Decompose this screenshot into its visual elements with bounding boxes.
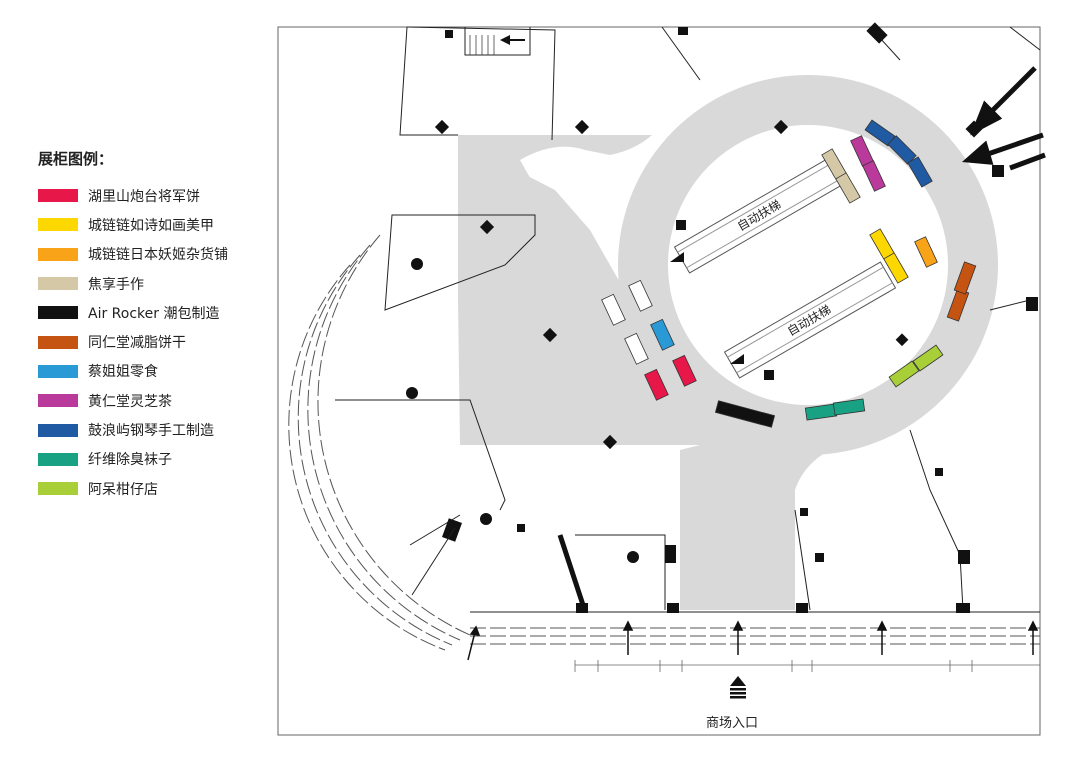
- legend-swatch: [38, 452, 78, 466]
- booth-empty-1: [601, 293, 626, 326]
- booth-caijiejie: [650, 318, 675, 351]
- booth-yaoji: [914, 236, 938, 268]
- legend-item: 黄仁堂灵芝茶: [38, 386, 228, 415]
- legend-item: 同仁堂减脂饼干: [38, 327, 228, 356]
- booth-tongrentang-2: [953, 261, 977, 295]
- legend-item: 城链链日本妖姬杂货铺: [38, 240, 228, 269]
- legend-swatch: [38, 335, 78, 349]
- legend-label: 黄仁堂灵芝茶: [88, 393, 172, 410]
- booth-meijia-2: [883, 252, 909, 284]
- booth-jiaoxiang-2: [835, 172, 861, 204]
- legend-swatch: [38, 247, 78, 261]
- legend-item: 鼓浪屿钢琴手工制造: [38, 415, 228, 444]
- ring-hole: [668, 125, 948, 405]
- booth-hulishan-1: [644, 368, 669, 401]
- escalator-arrow-upper: [670, 252, 684, 262]
- legend: 展柜图例： 湖里山炮台将军饼城链链如诗如画美甲城链链日本妖姬杂货铺焦享手作 Air…: [38, 148, 228, 503]
- legend-swatch: [38, 394, 78, 408]
- legend-label: 同仁堂减脂饼干: [88, 335, 186, 352]
- legend-swatch: [38, 423, 78, 437]
- side-entrance-arrows: [961, 66, 1046, 171]
- legend-label: Air Rocker 潮包制造: [88, 305, 220, 322]
- legend-label: 城链链如诗如画美甲: [88, 217, 214, 234]
- booth-airrocker: [714, 400, 776, 428]
- booth-empty-3: [624, 332, 649, 365]
- legend-swatch: [38, 364, 78, 378]
- legend-swatch: [38, 218, 78, 232]
- booth-socks-2: [832, 398, 866, 416]
- legend-label: 城链链日本妖姬杂货铺: [88, 247, 228, 264]
- legend-label: 湖里山炮台将军饼: [88, 188, 200, 205]
- legend-item: 纤维除臭袜子: [38, 445, 228, 474]
- dimension-line: [574, 660, 1040, 672]
- legend-swatch: [38, 482, 78, 496]
- legend-label: 阿呆柑仔店: [88, 481, 158, 498]
- legend-item: 阿呆柑仔店: [38, 474, 228, 503]
- legend-items: 湖里山炮台将军饼城链链如诗如画美甲城链链日本妖姬杂货铺焦享手作 Air Rocke…: [38, 181, 228, 503]
- legend-swatch: [38, 277, 78, 291]
- structural-columns: [406, 22, 1038, 613]
- legend-title: 展柜图例：: [38, 150, 114, 168]
- legend-item: 蔡姐姐零食: [38, 357, 228, 386]
- legend-label: 蔡姐姐零食: [88, 364, 158, 381]
- escalator-arrow-lower: [730, 354, 744, 364]
- booth-adai-2: [912, 344, 944, 372]
- booth-gulangyu-3: [907, 156, 933, 188]
- walkway-arrows: [467, 620, 1039, 661]
- booth-adai-1: [888, 360, 920, 388]
- stair-arrow: [500, 35, 510, 45]
- legend-item: 湖里山炮台将军饼: [38, 181, 228, 210]
- stairs: [469, 35, 495, 55]
- booth-gulangyu-2: [887, 135, 917, 165]
- legend-label: 纤维除臭袜子: [88, 452, 172, 469]
- legend-item: Air Rocker 潮包制造: [38, 298, 228, 327]
- legend-item: 城链链如诗如画美甲: [38, 210, 228, 239]
- booths: [601, 119, 977, 428]
- booth-lingzhi-2: [862, 160, 886, 192]
- legend-swatch: [38, 189, 78, 203]
- main-entrance-icon: [730, 676, 746, 699]
- corridor-left-area: [458, 135, 880, 610]
- legend-item: 焦享手作: [38, 269, 228, 298]
- booth-hulishan-2: [672, 354, 697, 387]
- legend-label: 鼓浪屿钢琴手工制造: [88, 423, 214, 440]
- outer-dashed-walls: [288, 234, 1040, 651]
- legend-swatch: [38, 306, 78, 320]
- booth-empty-2: [628, 279, 653, 312]
- legend-label: 焦享手作: [88, 276, 144, 293]
- entrance-label: 商场入口: [706, 716, 759, 731]
